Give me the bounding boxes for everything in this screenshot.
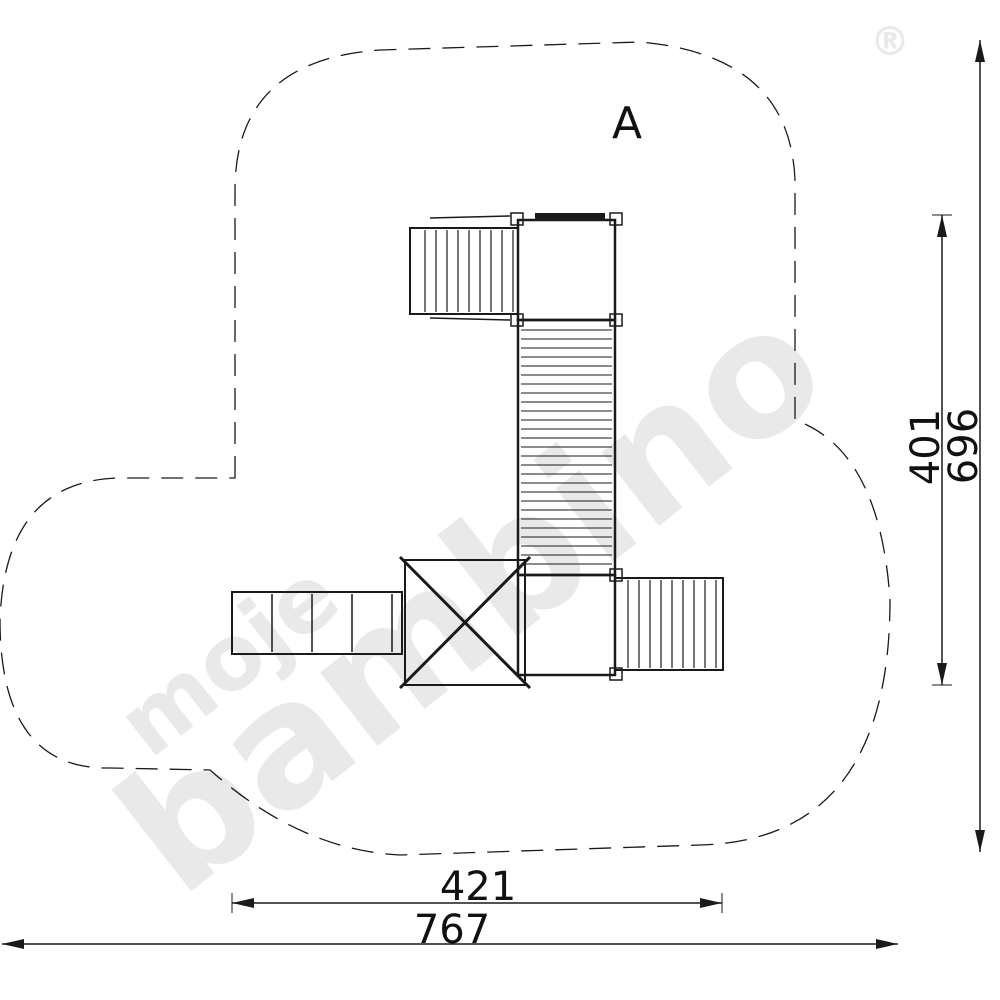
safety-zone-outline bbox=[0, 41, 891, 856]
bridge bbox=[516, 318, 617, 577]
left-ladder bbox=[231, 591, 403, 655]
dimension-height-outer: 696 bbox=[941, 408, 987, 484]
upper-left-stairs bbox=[409, 215, 519, 321]
upper-tower bbox=[516, 213, 617, 322]
dimension-width-outer: 767 bbox=[414, 907, 490, 953]
lower-right-stairs bbox=[614, 577, 724, 671]
roof-platform bbox=[398, 555, 532, 690]
dimension-lines bbox=[2, 40, 985, 949]
watermark-line2: bambino bbox=[83, 264, 860, 932]
dimension-width-inner: 421 bbox=[440, 864, 516, 910]
post-markers bbox=[510, 212, 623, 681]
watermark: moje bambino ® bbox=[83, 19, 910, 932]
dimension-height-inner: 401 bbox=[903, 409, 949, 485]
upper-tower-rail bbox=[535, 213, 605, 221]
registered-mark: ® bbox=[870, 19, 910, 65]
zone-label: A bbox=[612, 98, 642, 149]
